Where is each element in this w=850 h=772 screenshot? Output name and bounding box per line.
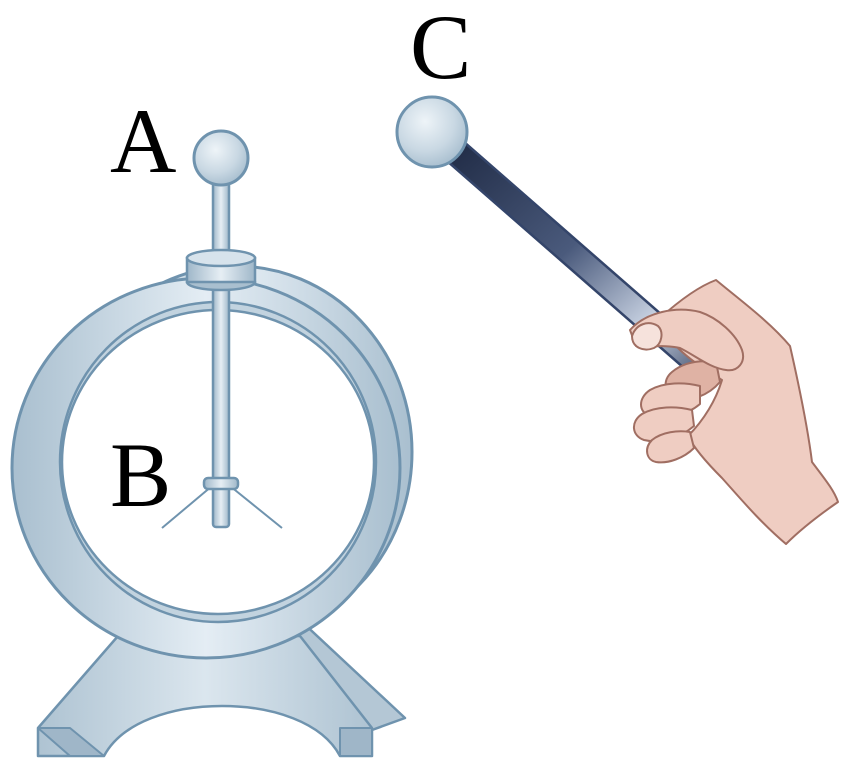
electroscope-leaves	[161, 476, 283, 529]
rod-ball-c	[395, 95, 469, 169]
electroscope-stem	[211, 176, 231, 529]
insulating-collar	[185, 248, 257, 292]
label-c: C	[410, 0, 471, 98]
knob-a	[192, 129, 250, 187]
label-a: A	[110, 90, 176, 192]
label-b: B	[110, 424, 171, 526]
hand	[629, 279, 839, 545]
electroscope-base	[36, 618, 407, 758]
